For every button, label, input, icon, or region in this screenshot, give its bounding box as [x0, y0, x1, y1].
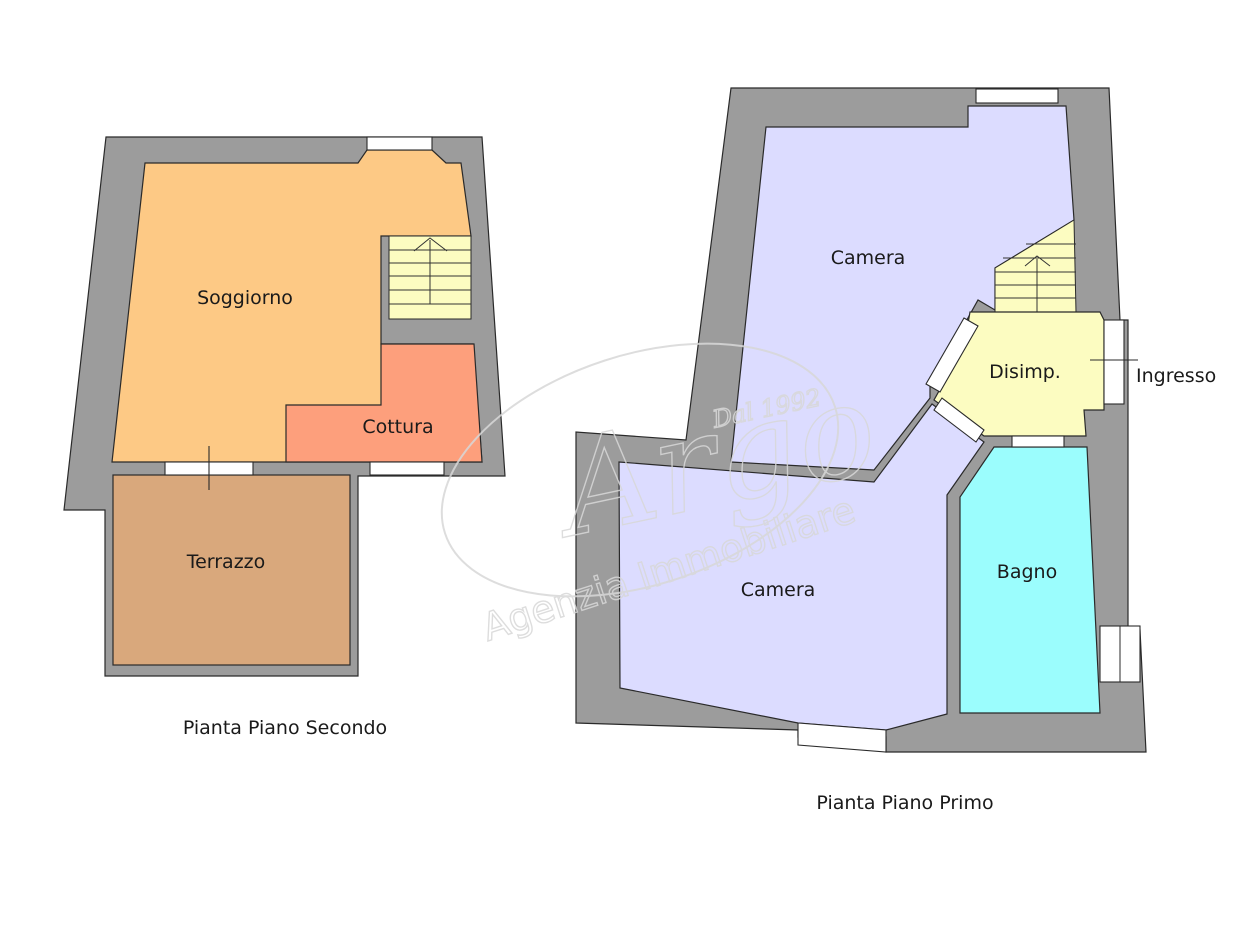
door-camera-top [925, 317, 979, 393]
label-camera-bottom: Camera [741, 579, 816, 601]
label-cottura: Cottura [362, 416, 433, 438]
window-soggiorno [366, 136, 433, 151]
label-disimpegno: Disimp. [989, 361, 1061, 383]
label-ingresso: Ingresso [1136, 365, 1216, 387]
label-soggiorno: Soggiorno [197, 287, 293, 309]
label-camera-top: Camera [831, 247, 906, 269]
room-cottura [285, 343, 483, 463]
second-floor-plan: Soggiorno Cottura Terrazzo Pianta Piano … [63, 136, 506, 739]
window-camera-top [975, 88, 1059, 104]
caption-second-floor: Pianta Piano Secondo [183, 717, 387, 739]
first-floor-stairs [994, 219, 1077, 313]
room-bagno [959, 446, 1101, 714]
first-floor-plan: Camera Disimp. Camera Bagno Ingresso Pia… [575, 87, 1216, 814]
caption-first-floor: Pianta Piano Primo [816, 792, 993, 814]
room-terrazzo [112, 474, 351, 666]
second-floor-stairs [388, 235, 472, 320]
label-terrazzo: Terrazzo [186, 551, 266, 573]
door-bagno [1011, 435, 1065, 448]
window-cottura [369, 461, 445, 476]
door-camera-bottom [933, 397, 985, 443]
entrance-door [1103, 319, 1125, 405]
window-camera-bottom [797, 722, 887, 753]
label-bagno: Bagno [997, 561, 1057, 583]
room-camera-bottom [618, 403, 985, 731]
